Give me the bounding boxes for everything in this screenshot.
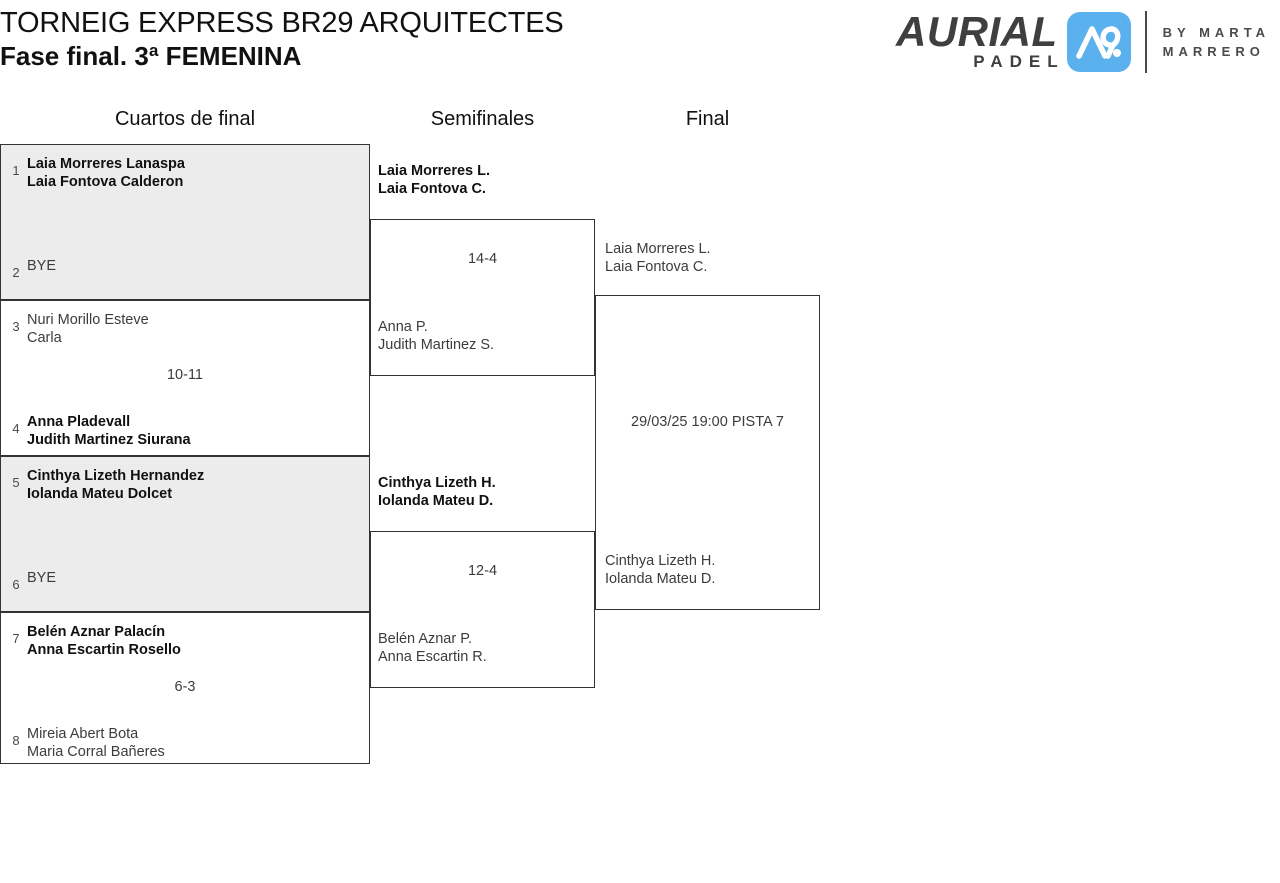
- team-player-2: Judith Martinez S.: [378, 337, 495, 353]
- round-header-semifinals: Semifinales: [430, 108, 535, 130]
- team-player-2: Laia Fontova Calderon: [27, 174, 184, 190]
- title-block: TORNEIG EXPRESS BR29 ARQUITECTES Fase fi…: [0, 6, 760, 72]
- team-player-1: Cinthya Lizeth H.: [378, 475, 496, 491]
- aurial-padel-logo: AURIAL PADEL BY MARTA MARRERO: [896, 8, 1272, 76]
- seed-number: 7: [12, 631, 20, 646]
- team-player-1: Cinthya Lizeth Hernandez: [27, 468, 205, 484]
- team-player-2: Iolanda Mateu D.: [378, 493, 494, 509]
- seed-number: 2: [12, 265, 20, 280]
- quarterfinal-2-score: 10-11: [166, 367, 203, 383]
- team-player-2: Judith Martinez Siurana: [27, 432, 191, 448]
- tournament-bracket: 1 Laia Morreres Lanaspa Laia Fontova Cal…: [0, 140, 860, 780]
- team-player-1: Laia Morreres L.: [605, 241, 711, 257]
- team-player-2: Iolanda Mateu D.: [605, 571, 716, 587]
- quarterfinal-3-team-bottom: BYE: [27, 569, 361, 587]
- quarterfinal-3-team-top: Cinthya Lizeth Hernandez Iolanda Mateu D…: [27, 467, 361, 503]
- team-player-1: Nuri Morillo Esteve: [27, 312, 149, 328]
- team-player-1: Belén Aznar P.: [378, 631, 473, 647]
- seed-number: 3: [12, 319, 20, 334]
- logo-brand-text: AURIAL: [896, 8, 1058, 55]
- team-player-2: Iolanda Mateu Dolcet: [27, 486, 173, 502]
- final-match[interactable]: 29/03/25 19:00 PISTA 7: [595, 295, 820, 610]
- page-header: TORNEIG EXPRESS BR29 ARQUITECTES Fase fi…: [0, 0, 1280, 90]
- final-match-info: 29/03/25 19:00 PISTA 7: [631, 414, 784, 430]
- quarterfinal-4-team-bottom: Mireia Abert Bota Maria Corral Bañeres: [27, 725, 361, 761]
- logo-byline: BY MARTA MARRERO: [1163, 23, 1270, 61]
- semifinal-1-winner: Laia Morreres L. Laia Fontova C.: [378, 162, 596, 198]
- quarterfinal-1-team-bottom: BYE: [27, 257, 361, 275]
- final-team-top: Laia Morreres L. Laia Fontova C.: [605, 240, 820, 276]
- team-player-2: Laia Fontova C.: [378, 181, 486, 197]
- team-player-1: BYE: [27, 570, 57, 586]
- logo-byline-line-1: BY MARTA: [1162, 25, 1271, 40]
- semifinal-1-loser: Anna P. Judith Martinez S.: [378, 318, 596, 354]
- seed-number: 1: [12, 163, 20, 178]
- seed-number: 4: [12, 421, 20, 436]
- aurial-mark-icon: [1066, 12, 1131, 72]
- round-header-quarterfinals: Cuartos de final: [114, 108, 256, 130]
- quarterfinal-4-team-top: Belén Aznar Palacín Anna Escartin Rosell…: [27, 623, 361, 659]
- team-player-2: Anna Escartin Rosello: [27, 642, 181, 658]
- quarterfinal-2-team-top: Nuri Morillo Esteve Carla: [27, 311, 361, 347]
- phase-title: Fase final. 3ª FEMENINA: [0, 41, 302, 71]
- quarterfinal-1-team-top: Laia Morreres Lanaspa Laia Fontova Calde…: [27, 155, 361, 191]
- semifinal-1-score: 14-4: [467, 251, 498, 267]
- seed-number: 5: [12, 475, 20, 490]
- team-player-2: Laia Fontova C.: [605, 259, 708, 275]
- team-player-2: Carla: [27, 330, 62, 346]
- logo-subbrand-text: PADEL: [973, 52, 1065, 71]
- tournament-title: TORNEIG EXPRESS BR29 ARQUITECTES: [0, 7, 564, 39]
- semifinal-2-loser: Belén Aznar P. Anna Escartin R.: [378, 630, 596, 666]
- quarterfinal-match-2[interactable]: 3 Nuri Morillo Esteve Carla 10-11 4 Anna…: [0, 300, 370, 456]
- quarterfinal-match-3[interactable]: 5 Cinthya Lizeth Hernandez Iolanda Mateu…: [0, 456, 370, 612]
- final-team-bottom: Cinthya Lizeth H. Iolanda Mateu D.: [605, 552, 820, 588]
- team-player-2: Maria Corral Bañeres: [27, 744, 165, 760]
- round-header-final: Final: [685, 108, 730, 130]
- quarterfinal-4-score: 6-3: [174, 679, 196, 695]
- semifinal-match-2[interactable]: 12-4: [370, 531, 595, 688]
- logo-wordmark: AURIAL PADEL: [896, 8, 1058, 72]
- semifinal-match-1[interactable]: 14-4: [370, 219, 595, 376]
- team-player-2: Anna Escartin R.: [378, 649, 487, 665]
- seed-number: 6: [12, 577, 20, 592]
- logo-divider: [1144, 11, 1147, 73]
- team-player-1: BYE: [27, 258, 57, 274]
- seed-number: 8: [12, 733, 20, 748]
- semifinal-2-winner: Cinthya Lizeth H. Iolanda Mateu D.: [378, 474, 596, 510]
- team-player-1: Anna P.: [378, 319, 428, 335]
- quarterfinal-match-1[interactable]: 1 Laia Morreres Lanaspa Laia Fontova Cal…: [0, 144, 370, 300]
- quarterfinal-2-team-bottom: Anna Pladevall Judith Martinez Siurana: [27, 413, 361, 449]
- quarterfinal-match-4[interactable]: 7 Belén Aznar Palacín Anna Escartin Rose…: [0, 612, 370, 764]
- semifinal-2-score: 12-4: [467, 563, 498, 579]
- logo-byline-line-2: MARRERO: [1162, 44, 1265, 59]
- team-player-1: Mireia Abert Bota: [27, 726, 139, 742]
- team-player-1: Laia Morreres L.: [378, 163, 491, 179]
- team-player-1: Belén Aznar Palacín: [27, 624, 166, 640]
- team-player-1: Laia Morreres Lanaspa: [27, 156, 185, 172]
- team-player-1: Anna Pladevall: [27, 414, 131, 430]
- team-player-1: Cinthya Lizeth H.: [605, 553, 716, 569]
